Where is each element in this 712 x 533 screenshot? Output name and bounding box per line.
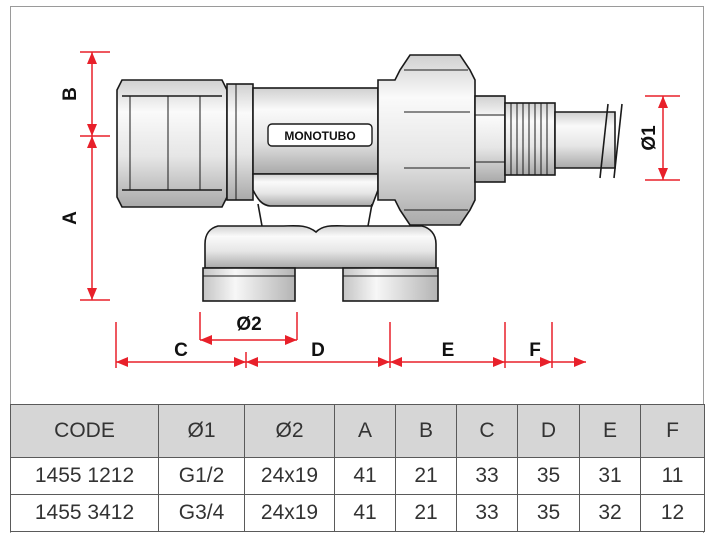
cell-code: 1455 1212 bbox=[10, 457, 159, 495]
cell-b: 21 bbox=[395, 494, 457, 532]
col-header-d: D bbox=[517, 404, 580, 458]
cell-c: 33 bbox=[456, 494, 518, 532]
col-header-b: B bbox=[395, 404, 457, 458]
dim-label-f: F bbox=[529, 340, 541, 361]
cell-a: 41 bbox=[334, 457, 396, 495]
cell-code: 1455 3412 bbox=[10, 494, 159, 532]
dim-label-e: E bbox=[442, 340, 455, 361]
lower-body bbox=[252, 173, 379, 207]
diagram-frame bbox=[10, 6, 704, 533]
cell-dia1: G3/4 bbox=[158, 494, 245, 532]
cell-f: 12 bbox=[640, 494, 705, 532]
col-header-e: E bbox=[579, 404, 641, 458]
valve-body bbox=[116, 54, 616, 302]
col-header-code: CODE bbox=[10, 404, 159, 458]
col-header-dia1: Ø1 bbox=[158, 404, 245, 458]
table-header-row: CODE Ø1 Ø2 A B C D E F bbox=[10, 404, 705, 458]
cell-a: 41 bbox=[334, 494, 396, 532]
brand-label: MONOTUBO bbox=[284, 129, 355, 143]
cell-dia2: 24x19 bbox=[244, 457, 335, 495]
cell-d: 35 bbox=[517, 457, 580, 495]
table-row: 1455 1212 G1/2 24x19 41 21 33 35 31 11 bbox=[10, 457, 705, 495]
dim-label-dia2: Ø2 bbox=[236, 314, 261, 335]
col-header-c: C bbox=[456, 404, 518, 458]
cell-e: 31 bbox=[579, 457, 641, 495]
cell-d: 35 bbox=[517, 494, 580, 532]
bottom-manifold bbox=[204, 224, 437, 269]
cap-collar bbox=[226, 83, 254, 201]
table-row: 1455 3412 G3/4 24x19 41 21 33 35 32 12 bbox=[10, 494, 705, 532]
dimension-lines bbox=[80, 51, 680, 368]
dim-label-c: C bbox=[174, 340, 188, 361]
cell-dia1: G1/2 bbox=[158, 457, 245, 495]
dim-label-dia1: Ø1 bbox=[639, 125, 660, 151]
bottom-connector-right bbox=[342, 267, 439, 302]
hex-coupling bbox=[474, 95, 506, 183]
cell-dia2: 24x19 bbox=[244, 494, 335, 532]
dim-label-a: A bbox=[60, 211, 81, 225]
col-header-a: A bbox=[334, 404, 396, 458]
dim-label-b: B bbox=[60, 87, 81, 101]
specification-table: CODE Ø1 Ø2 A B C D E F 1455 1212 G1/2 24… bbox=[10, 404, 705, 532]
brand-label-plate bbox=[267, 123, 373, 147]
col-header-dia2: Ø2 bbox=[244, 404, 335, 458]
cell-f: 11 bbox=[640, 457, 705, 495]
manifold-neck bbox=[257, 203, 373, 227]
handwheel-cap bbox=[116, 79, 228, 208]
dimension-arrows bbox=[87, 52, 668, 367]
cell-e: 32 bbox=[579, 494, 641, 532]
dim-label-d: D bbox=[311, 340, 325, 361]
cell-b: 21 bbox=[395, 457, 457, 495]
col-header-f: F bbox=[640, 404, 705, 458]
bottom-connector-left bbox=[202, 267, 296, 302]
union-nut bbox=[377, 54, 476, 226]
valve-technical-drawing: MONOTUBO bbox=[60, 51, 680, 368]
cell-c: 33 bbox=[456, 457, 518, 495]
